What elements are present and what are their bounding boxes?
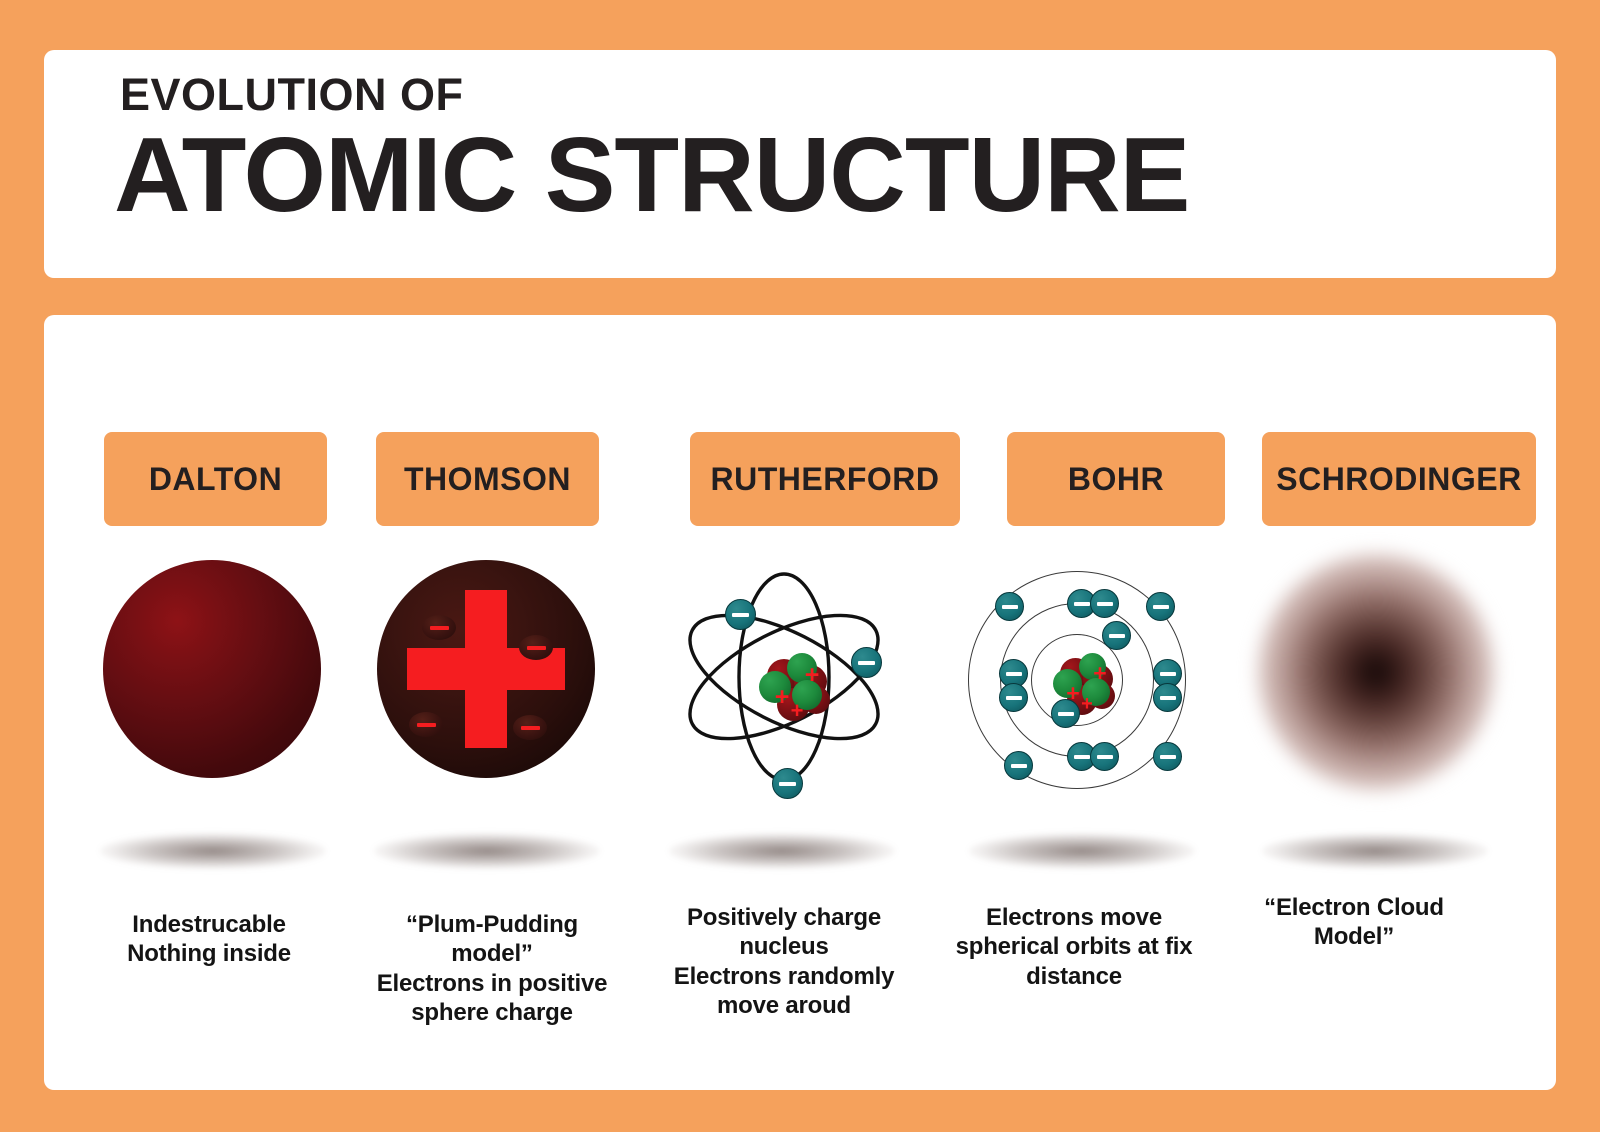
tab-thomson[interactable]: THOMSON [376,432,599,526]
electron-icon [1102,621,1131,650]
tab-dalton[interactable]: DALTON [104,432,327,526]
tab-label: BOHR [1067,460,1165,497]
electron-icon [1051,699,1080,728]
drop-shadow [969,833,1195,869]
caption-thomson: “Plum-Pudding model” Electrons in positi… [369,910,615,1027]
diagram-bohr: + + + [949,560,1199,810]
caption-line: Model” [1313,923,1395,951]
caption-line: “Electron Cloud [1264,894,1444,921]
caption-line: Electrons move [986,904,1162,931]
shell-atom-icon: + + + [957,560,1197,800]
electron-cloud-icon [1258,554,1494,790]
diagram-thomson [369,560,615,810]
model-column-rutherford: RUTHERFORD [639,315,960,1090]
electron-icon [995,592,1024,621]
page-title: ATOMIC STRUCTURE [114,116,1190,234]
caption-line: Indestrucable [132,911,286,938]
tab-label: RUTHERFORD [710,460,940,497]
electron-icon [1090,589,1119,618]
electron-icon [409,712,443,737]
tab-rutherford[interactable]: RUTHERFORD [690,432,960,526]
electron-icon [725,599,756,630]
caption-line: Electrons in positive [376,969,608,997]
solid-sphere-icon [103,560,321,778]
tab-bohr[interactable]: BOHR [1007,432,1225,526]
caption-line: spherical orbits at fix [955,933,1193,961]
neutron-icon [792,680,822,710]
caption-rutherford: Positively charge nucleus Electrons rand… [639,903,929,1020]
electron-icon [999,683,1028,712]
plum-pudding-icon [377,560,595,778]
drop-shadow [100,833,326,869]
header-panel: EVOLUTION OF ATOMIC STRUCTURE [44,50,1556,278]
plus-sign-icon: + [1093,660,1107,686]
electron-icon [422,615,456,640]
neutron-icon [759,671,791,703]
caption-dalton: Indestrucable Nothing inside [86,910,332,969]
electron-icon [1153,683,1182,712]
tab-schrodinger[interactable]: SCHRODINGER [1262,432,1536,526]
tab-label: THOMSON [403,460,572,497]
model-column-schrodinger: SCHRODINGER “Electron Cloud Model” [1204,315,1536,1090]
positive-charge-plus-icon [465,590,507,748]
electron-icon [851,647,882,678]
caption-line: distance [1026,962,1122,990]
content-panel: DALTON Indestrucable Nothing inside THOM… [44,315,1556,1090]
diagram-dalton [86,560,332,810]
neutron-icon [1053,669,1082,698]
electron-shell-3 [968,571,1186,789]
electron-icon [513,715,547,740]
plus-sign-icon: + [804,661,820,689]
plus-sign-icon: + [790,698,804,723]
drop-shadow [669,833,895,869]
electron-icon [772,768,803,799]
electron-icon [1090,742,1119,771]
neutron-icon [1079,653,1106,680]
caption-line: “Plum-Pudding model” [405,911,579,968]
caption-line: Positively charge [686,904,882,931]
caption-schrodinger: “Electron Cloud Model” [1204,893,1504,952]
neutron-icon [787,653,817,683]
model-column-thomson: THOMSON “Plum-Pudding model” [369,315,615,1090]
plus-sign-icon: + [1081,693,1093,715]
orbital-atom-icon: + + + [659,552,909,802]
plus-sign-icon: + [774,683,790,711]
electron-icon [1153,742,1182,771]
caption-bohr: Electrons move spherical orbits at fix d… [949,903,1199,991]
electron-icon [1004,751,1033,780]
model-column-bohr: BOHR + [949,315,1225,1090]
electron-icon [1067,742,1096,771]
model-columns: DALTON Indestrucable Nothing inside THOM… [44,315,1556,1090]
caption-line: Nothing inside [127,940,291,968]
orbit-paths [688,572,880,782]
page-supertitle: EVOLUTION OF [120,69,464,120]
diagram-schrodinger [1204,554,1504,810]
caption-line: sphere charge [411,998,573,1026]
electron-icon [519,635,553,660]
drop-shadow [1262,833,1488,869]
tab-label: DALTON [148,460,283,497]
tab-label: SCHRODINGER [1276,460,1522,497]
model-column-dalton: DALTON Indestrucable Nothing inside [86,315,332,1090]
electron-icon [1146,592,1175,621]
caption-line: nucleus [739,933,829,961]
drop-shadow [374,833,600,869]
caption-line: move aroud [716,991,852,1019]
neutron-icon [1082,678,1110,706]
caption-line: Electrons randomly [673,962,895,990]
diagram-rutherford: + + + [639,560,929,810]
